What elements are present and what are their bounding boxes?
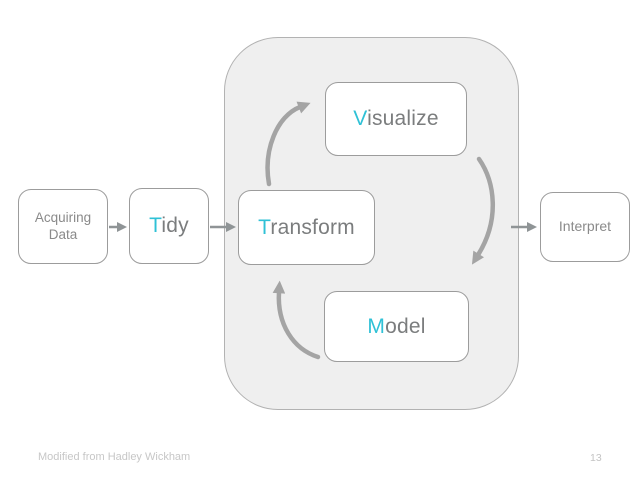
- node-tidy: Tidy: [129, 188, 209, 264]
- tidy-accent-letter: T: [149, 214, 162, 237]
- node-transform: Transform: [238, 190, 375, 265]
- transform-rest: ransform: [270, 215, 355, 239]
- page-number: 13: [590, 452, 602, 464]
- node-model: Model: [324, 291, 469, 362]
- node-transform-label: Transform: [258, 216, 355, 240]
- acquiring-line1: Acquiring: [34, 209, 92, 225]
- node-interpret-label: Interpret: [558, 218, 612, 235]
- acquiring-line2: Data: [48, 226, 78, 242]
- transform-accent-letter: T: [258, 215, 271, 239]
- node-visualize-label: Visualize: [353, 107, 438, 131]
- model-rest: odel: [385, 314, 426, 338]
- node-acquiring-data-label: Acquiring Data: [35, 210, 91, 244]
- node-interpret: Interpret: [540, 192, 630, 262]
- footer-credit: Modified from Hadley Wickham: [38, 451, 191, 463]
- node-model-label: Model: [367, 315, 425, 339]
- node-tidy-label: Tidy: [149, 214, 189, 238]
- node-visualize: Visualize: [325, 82, 467, 156]
- model-accent-letter: M: [367, 314, 386, 338]
- tidy-rest: idy: [161, 214, 189, 237]
- visualize-rest: isualize: [367, 107, 439, 130]
- visualize-accent-letter: V: [353, 107, 368, 130]
- node-acquiring-data: Acquiring Data: [18, 189, 108, 264]
